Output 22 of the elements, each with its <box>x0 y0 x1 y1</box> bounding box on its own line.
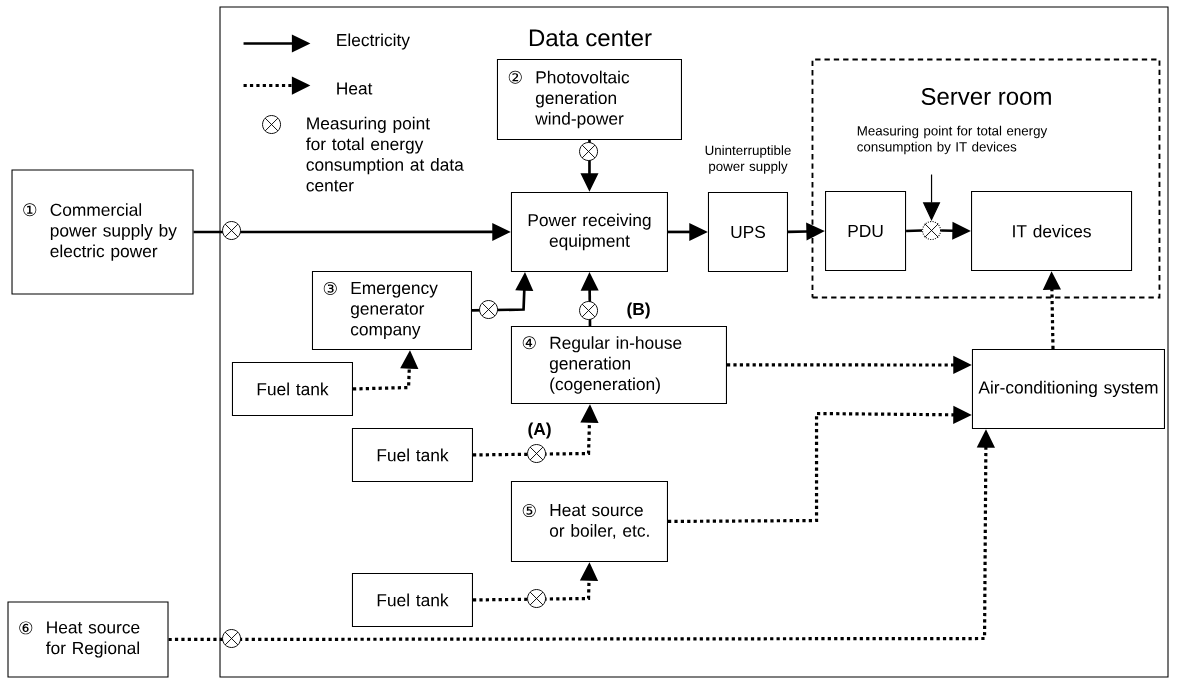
process-box: ⑥ Heat source for Regional <box>7 601 169 678</box>
process-box: Fuel tank <box>231 361 353 416</box>
process-box: ③ Emergency generator company <box>311 270 472 350</box>
connector-line <box>906 229 923 233</box>
process-box: ② Photovoltaic generation wind-power <box>496 58 682 140</box>
process-box: ④ Regular in-house generation (cogeneration) <box>510 325 727 404</box>
process-box: IT devices <box>971 191 1133 272</box>
process-box: ① Commercial power supply by electric power <box>11 169 194 295</box>
process-box: ⑤ Heat source or boiler, etc. <box>510 480 668 562</box>
process-box: PDU <box>825 191 907 272</box>
process-box: Fuel tank <box>351 427 473 482</box>
legend-label: Heat <box>337 82 373 95</box>
process-box: Air-conditioning system <box>971 348 1165 429</box>
caption-text: Uninterruptible power supply <box>705 145 791 174</box>
meter-symbol <box>922 221 942 241</box>
process-box: UPS <box>707 191 788 272</box>
process-box: Power receiving equipment <box>510 191 668 272</box>
process-box: Fuel tank <box>351 572 473 627</box>
legend-label: Electricity <box>337 33 410 50</box>
legend-label: Measuring point for total energy consumption at data center <box>306 116 464 192</box>
callout-label: (B) <box>627 302 650 319</box>
callout-label: (A) <box>528 422 551 439</box>
